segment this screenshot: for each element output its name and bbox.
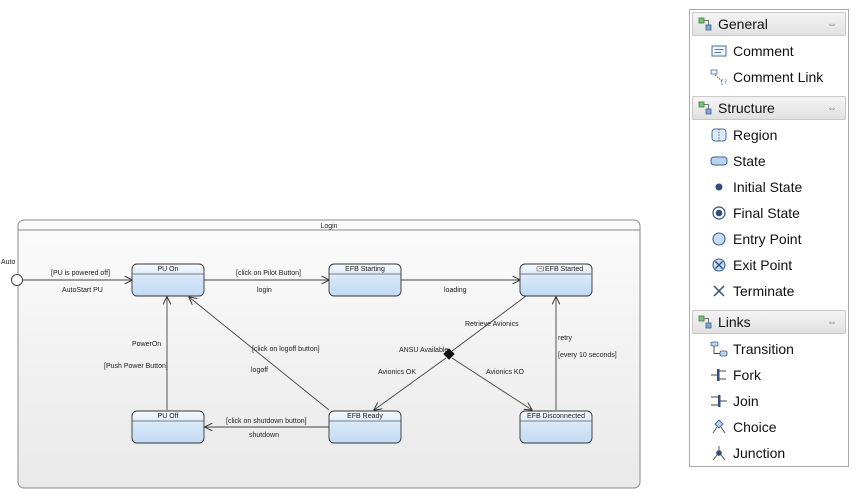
transition-efb-started-to-choice[interactable] [451,295,527,352]
tool-terminate-label: Terminate [733,283,795,299]
choice-node[interactable] [443,348,455,360]
comment-icon [710,43,728,59]
tool-comment[interactable]: Comment [690,38,848,64]
submachine-icon [536,266,544,272]
fork-icon [710,367,728,383]
palette-drawer-icon [698,17,712,31]
terminate-icon [710,283,728,299]
tool-join-label: Join [733,393,759,409]
state-pu-off-label: PU Off [158,413,179,420]
entry-point-icon [710,231,728,247]
label-autostart: AutoStart PU [62,287,103,294]
initial-state-icon [710,179,728,195]
label-logoff: logoff [251,367,268,374]
drawer-structure-title: Structure [718,100,775,116]
label-powered-guard: [PU is powered off] [51,270,110,277]
comment-link-icon: {?} [710,69,728,85]
junction-icon [710,445,728,461]
state-diagram: Login Auto PU On EFB Starting [1,219,641,489]
transition-choice-to-efb-disconnected[interactable] [451,357,532,410]
choice-icon [710,419,728,435]
state-efb-ready[interactable]: EFB Ready [328,410,402,444]
label-avionics-ko: Avionics KO [486,369,525,376]
tool-junction-label: Junction [733,445,786,461]
collapse-arrows-icon[interactable]: ⇔ [827,18,837,30]
tool-region-label: Region [733,127,778,143]
label-push-power: [Push Power Button] [104,363,168,370]
state-icon [710,153,728,169]
tool-junction[interactable]: Junction [690,440,848,466]
drawer-general-title: General [718,16,768,32]
tool-exit-point[interactable]: Exit Point [690,252,848,278]
tool-initial-state[interactable]: Initial State [690,174,848,200]
drawer-general[interactable]: General ⇔ [692,12,846,36]
tool-final-state-label: Final State [733,205,800,221]
label-logoff-guard: [click on logoff button] [252,346,320,353]
label-shutdown: shutdown [249,432,279,439]
join-icon [710,393,728,409]
label-shutdown-guard: [click on shutdown button] [226,418,307,425]
exit-point-icon [710,257,728,273]
state-efb-starting[interactable]: EFB Starting [328,263,402,297]
tool-region[interactable]: Region [690,122,848,148]
region-icon [710,127,728,143]
transition-efb-ready-to-pu-on[interactable] [189,297,330,411]
state-pu-off[interactable]: PU Off [131,410,205,444]
tool-final-state[interactable]: Final State [690,200,848,226]
state-efb-started-label: EFB Started [545,266,583,273]
label-loading: loading [444,287,467,294]
state-pu-on-label: PU On [157,266,178,273]
tool-palette: General ⇔ Comment {?} Comment Link Struc… [689,9,849,467]
label-retry: retry [558,335,573,342]
tool-comment-link-label: Comment Link [733,69,824,85]
state-efb-ready-label: EFB Ready [347,413,383,420]
state-efb-disconnected[interactable]: EFB Disconnected [519,410,593,444]
drawer-links[interactable]: Links ⇔ [692,310,846,334]
tool-entry-point[interactable]: Entry Point [690,226,848,252]
tool-state[interactable]: State [690,148,848,174]
final-state-icon [710,205,728,221]
tool-fork[interactable]: Fork [690,362,848,388]
label-retrieve-avionics: Retrieve Avionics [465,321,519,328]
label-avionics-ok: Avionics OK [378,369,416,376]
region-title: Login [320,223,337,230]
tool-state-label: State [733,153,766,169]
tool-join[interactable]: Join [690,388,848,414]
tool-transition[interactable]: Transition [690,336,848,362]
tool-terminate[interactable]: Terminate [690,278,848,304]
initial-state-label: Auto [1,259,16,266]
tool-choice-label: Choice [733,419,777,435]
svg-text:{?}: {?} [720,79,728,85]
tool-comment-link[interactable]: {?} Comment Link [690,64,848,90]
transition-choice-to-efb-ready[interactable] [374,357,447,410]
palette-drawer-icon [698,101,712,115]
state-pu-on[interactable]: PU On [131,263,205,297]
state-efb-starting-label: EFB Starting [345,266,385,273]
collapse-arrows-icon[interactable]: ⇔ [827,316,837,328]
tool-comment-label: Comment [733,43,794,59]
label-poweron: PowerOn [132,341,161,348]
tool-transition-label: Transition [733,341,794,357]
drawer-structure[interactable]: Structure ⇔ [692,96,846,120]
tool-initial-state-label: Initial State [733,179,803,195]
label-ansu-available: ANSU Available [399,347,448,354]
initial-state[interactable] [11,274,23,286]
tool-fork-label: Fork [733,367,761,383]
label-login: login [257,287,272,294]
state-efb-started[interactable]: EFB Started [519,263,593,297]
transition-icon [710,341,728,357]
palette-drawer-icon [698,315,712,329]
tool-exit-point-label: Exit Point [733,257,793,273]
tool-entry-point-label: Entry Point [733,231,802,247]
drawer-links-title: Links [718,314,751,330]
label-every-10-seconds: [every 10 seconds] [558,352,617,359]
region-login[interactable]: Login [17,219,641,489]
collapse-arrows-icon[interactable]: ⇔ [827,102,837,114]
label-pilot-guard: [click on Pilot Button] [236,270,301,277]
tool-choice[interactable]: Choice [690,414,848,440]
state-efb-disconnected-label: EFB Disconnected [527,413,585,420]
